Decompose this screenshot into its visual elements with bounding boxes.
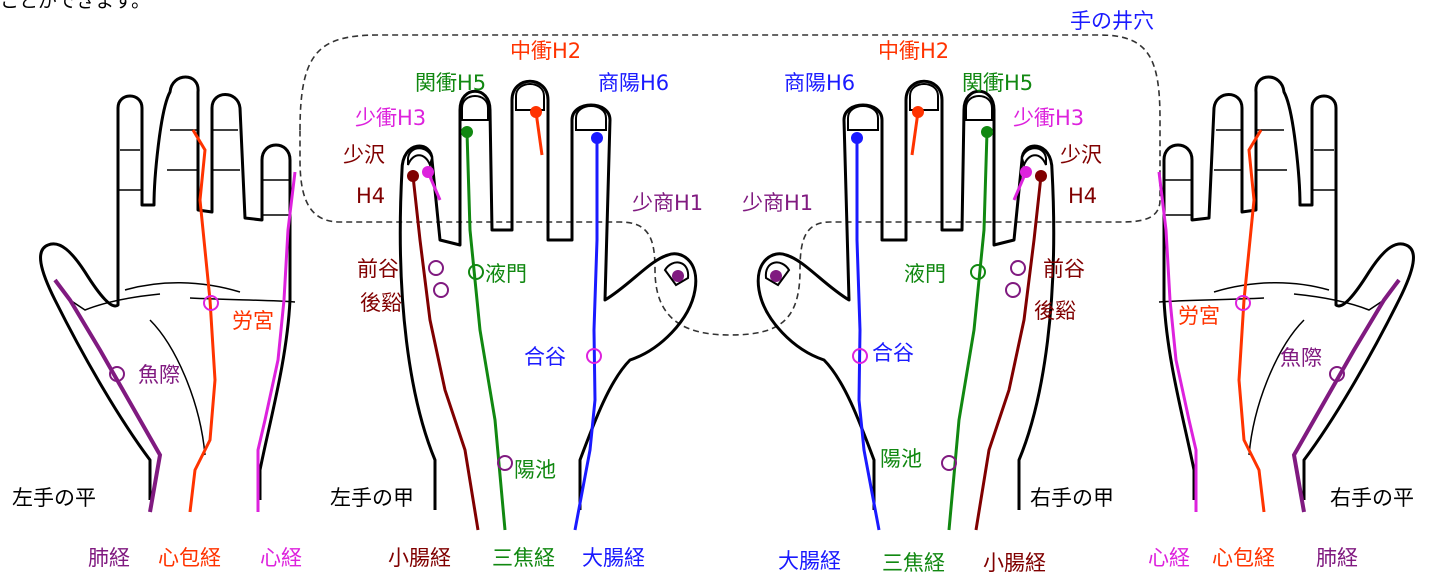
l-kokei-label: 後谿 (360, 291, 402, 315)
l-triple-burner-label: 三焦経 (492, 546, 555, 570)
l-heart-label: 心経 (260, 546, 302, 570)
r-h5-label: 関衝H5 (962, 71, 1033, 95)
r-h4a-label: 少沢 (1060, 143, 1102, 167)
l-pericardium-label: 心包経 (158, 546, 221, 570)
r-h2-label: 中衝H2 (878, 39, 949, 63)
left-back-label: 左手の甲 (330, 486, 414, 510)
l-zenkoku-label: 前谷 (357, 257, 399, 281)
r-h6-label: 商陽H6 (784, 71, 855, 95)
r-kokei-label: 後谿 (1034, 299, 1076, 323)
r-lung-label: 肺経 (1316, 546, 1358, 570)
r-h1-label: 少商H1 (742, 191, 813, 215)
right-palm-hand (1159, 77, 1413, 512)
l-lung-label: 肺経 (88, 546, 130, 570)
l-rougu-label: 労宮 (232, 309, 274, 333)
l-large-intestine-label: 大腸経 (582, 546, 645, 570)
l-h6-label: 商陽H6 (598, 71, 669, 95)
right-back-label: 右手の甲 (1030, 486, 1114, 510)
r-h4b-label: H4 (1068, 184, 1097, 208)
l-h4a-label: 少沢 (343, 143, 385, 167)
r-heart-label: 心経 (1148, 546, 1190, 570)
r-rougu-label: 労宮 (1178, 304, 1220, 328)
right-palm-label: 右手の平 (1330, 486, 1414, 510)
r-triple-burner-label: 三焦経 (882, 551, 945, 575)
left-palm-label: 左手の平 (12, 486, 96, 510)
r-goukoku-label: 合谷 (872, 341, 914, 365)
l-small-intestine-label: 小腸経 (388, 546, 451, 570)
l-goukoku-label: 合谷 (524, 345, 566, 369)
l-h4b-label: H4 (356, 184, 385, 208)
r-youchi-label: 陽池 (880, 447, 922, 471)
l-youchi-label: 陽池 (514, 458, 556, 482)
header-text: ことができます。 (0, 0, 150, 13)
l-ekimon-label: 液門 (485, 262, 527, 286)
r-gyosai-label: 魚際 (1280, 346, 1322, 370)
well-points-title: 手の井穴 (1070, 9, 1154, 33)
left-palm-hand (41, 77, 295, 512)
l-h3-label: 少衝H3 (355, 106, 426, 130)
r-h3-label: 少衝H3 (1013, 106, 1084, 130)
l-h2-label: 中衝H2 (510, 39, 581, 63)
l-h1-label: 少商H1 (632, 191, 703, 215)
r-zenkoku-label: 前谷 (1043, 257, 1085, 281)
r-pericardium-label: 心包経 (1212, 546, 1275, 570)
l-h5-label: 関衝H5 (415, 71, 486, 95)
r-small-intestine-label: 小腸経 (983, 551, 1046, 575)
r-ekimon-label: 液門 (904, 262, 946, 286)
r-large-intestine-label: 大腸経 (778, 549, 841, 573)
l-gyosai-label: 魚際 (138, 363, 180, 387)
